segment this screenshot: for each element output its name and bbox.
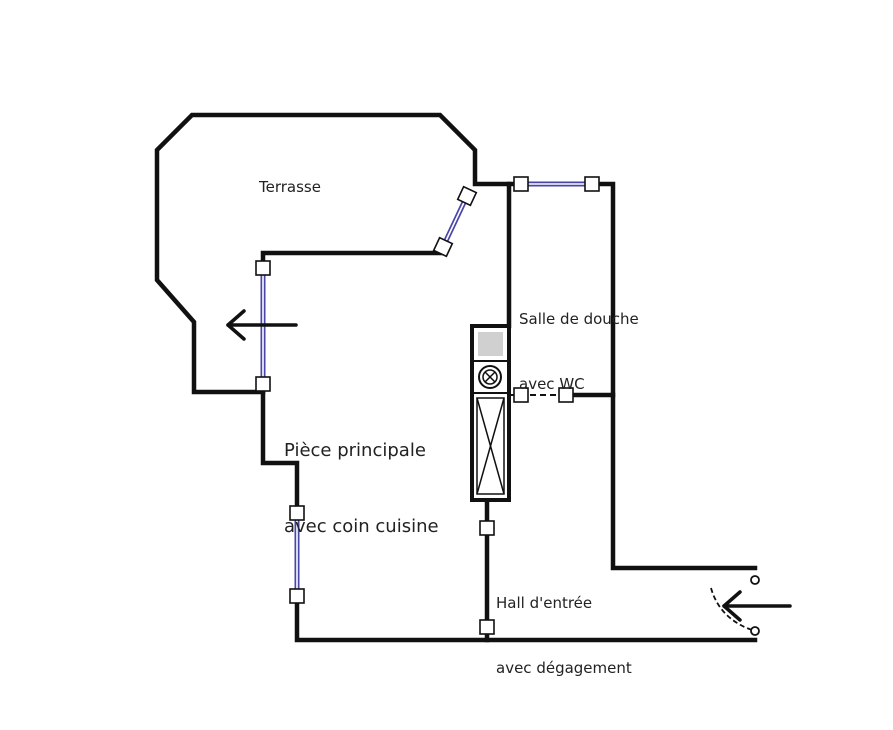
post <box>255 376 271 392</box>
post <box>456 185 478 207</box>
post <box>558 387 574 403</box>
post <box>289 588 305 604</box>
shower-door <box>510 387 574 403</box>
hall-door <box>479 520 495 635</box>
room-label-line: avec WC <box>519 374 585 393</box>
room-label-line: Salle de douche <box>519 309 639 328</box>
window-angled-core <box>442 195 468 248</box>
room-label-line: avec coin cuisine <box>284 515 439 537</box>
door-swing-arc <box>710 587 756 632</box>
room-label-terrasse: Terrasse <box>259 178 321 196</box>
terrasse-outline-wall <box>154 112 758 571</box>
post <box>584 176 600 192</box>
room-label-salle-de-douche: Salle de douche avec WC <box>519 265 639 417</box>
post <box>513 176 529 192</box>
room-label-hall: Hall d'entrée avec dégagement <box>496 549 632 701</box>
room-label-piece-principale: Pièce principale avec coin cuisine <box>284 388 439 564</box>
post <box>479 619 495 635</box>
room-label-line: Hall d'entrée <box>496 593 593 612</box>
door-hinge <box>750 626 760 636</box>
entrance-door <box>710 575 760 636</box>
kitchen-unit <box>470 324 511 502</box>
main-room-left-wall <box>260 389 758 643</box>
door-hinge <box>750 575 760 585</box>
post <box>479 520 495 536</box>
fridge-block <box>478 332 503 356</box>
post <box>255 260 271 276</box>
walls <box>154 112 758 643</box>
arrow-left-icon <box>722 590 792 622</box>
cross-circle-icon <box>478 365 502 389</box>
post <box>513 387 529 403</box>
wall-posts <box>255 176 600 604</box>
room-label-line: Pièce principale <box>284 440 426 462</box>
cross-box-icon <box>476 397 505 495</box>
post <box>289 505 305 521</box>
room-label-line: avec dégagement <box>496 658 632 677</box>
post <box>432 236 454 258</box>
arrow-left-icon <box>226 309 298 341</box>
